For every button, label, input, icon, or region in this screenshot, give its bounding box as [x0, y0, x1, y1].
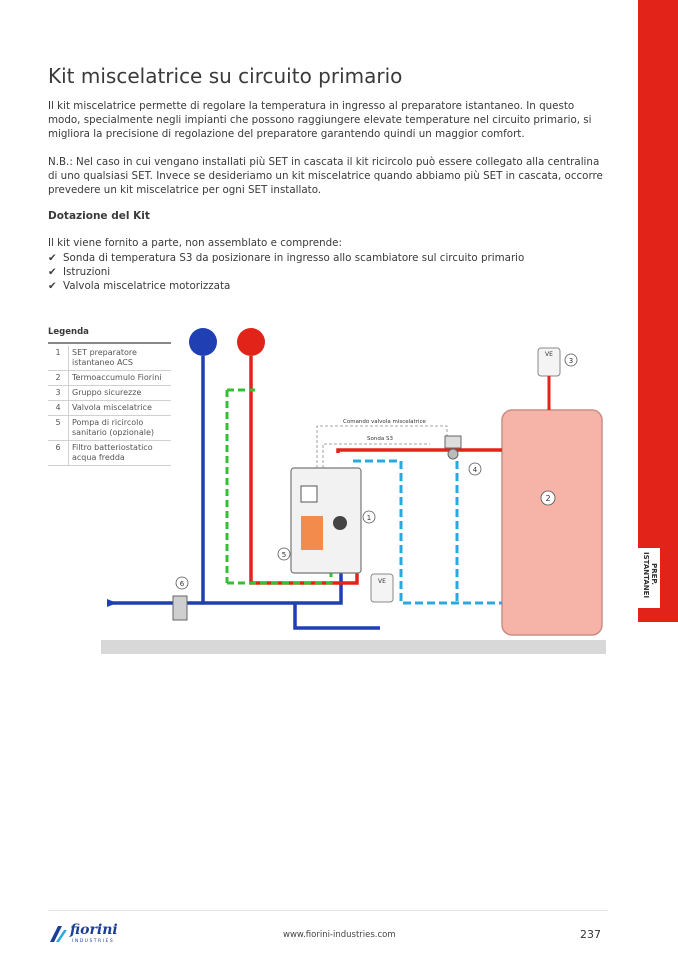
- floor: [101, 640, 606, 654]
- legend-divider: [48, 342, 171, 344]
- page-title: Kit miscelatrice su circuito primario: [48, 64, 403, 88]
- svg-text:4: 4: [473, 466, 478, 474]
- callout-5: [277, 547, 291, 561]
- section-color-bar: [638, 0, 678, 622]
- cold-return-pipe: [293, 603, 380, 630]
- bacteriostatic-filter: [172, 595, 188, 621]
- primary-return-pipe: [353, 459, 502, 605]
- legend-title: Legenda: [48, 327, 89, 337]
- check-icon: ✔: [48, 252, 57, 264]
- list-item: ✔Sonda di temperatura S3 da posizionare …: [48, 252, 525, 264]
- svg-text:1: 1: [367, 514, 371, 522]
- check-icon: ✔: [48, 280, 57, 292]
- side-tab: [638, 548, 660, 608]
- list-item: ✔Istruzioni: [48, 266, 111, 278]
- svg-text:5: 5: [282, 551, 286, 559]
- fiorini-logo: [50, 926, 67, 942]
- check-icon: ✔: [48, 266, 57, 278]
- callout-1: [362, 510, 376, 524]
- mixing-valve: [447, 448, 459, 460]
- set-pump: [333, 516, 347, 530]
- svg-text:2: 2: [545, 494, 550, 503]
- set-display: [300, 485, 318, 503]
- command-wire: [316, 425, 448, 468]
- kit-list: ✔Sonda di temperatura S3 da posizionare …: [48, 251, 524, 293]
- probe-wire: [322, 443, 430, 468]
- brand-name: fiorini: [70, 922, 118, 938]
- plumbing-diagram: 2 VE 3 1 5 Comando valvola miscelatrice …: [101, 328, 606, 654]
- brand-subtitle: INDUSTRIES: [72, 939, 115, 944]
- svg-text:VE: VE: [378, 578, 386, 585]
- list-item: ✔Valvola miscelatrice motorizzata: [48, 280, 231, 292]
- mixing-valve-actuator: [444, 435, 462, 449]
- kit-intro: Il kit viene fornito a parte, non assemb…: [48, 237, 342, 249]
- svg-text:6: 6: [180, 580, 185, 588]
- note-paragraph: N.B.: Nel caso in cui vengano installati…: [48, 156, 603, 196]
- valve-command-label: Comando valvola miscelatrice: [343, 419, 426, 425]
- hot-expansion-vessel: [237, 328, 265, 356]
- primary-hot-pipe: [336, 448, 502, 453]
- side-tab-label: PREP. ISTANTANEI: [642, 552, 658, 599]
- svg-text:VE: VE: [545, 351, 553, 358]
- kit-heading: Dotazione del Kit: [48, 210, 150, 222]
- svg-text:3: 3: [569, 357, 573, 365]
- page-number: 237: [580, 928, 601, 941]
- footer-url: www.fiorini-industries.com: [283, 930, 396, 940]
- set-exchanger: [301, 516, 323, 550]
- callout-3: [564, 353, 578, 367]
- inlet-arrow-icon: [107, 599, 117, 607]
- storage-tank: [501, 409, 603, 636]
- intro-paragraph: Il kit miscelatrice permette di regolare…: [48, 100, 592, 140]
- probe-label: Sonda S3: [367, 436, 393, 442]
- expansion-vessel-bottom: [370, 573, 394, 603]
- callout-4: [468, 462, 482, 476]
- footer-divider: [48, 910, 608, 911]
- callout-6: [175, 576, 189, 590]
- cold-expansion-vessel: [189, 328, 217, 356]
- callout-2: [540, 490, 556, 506]
